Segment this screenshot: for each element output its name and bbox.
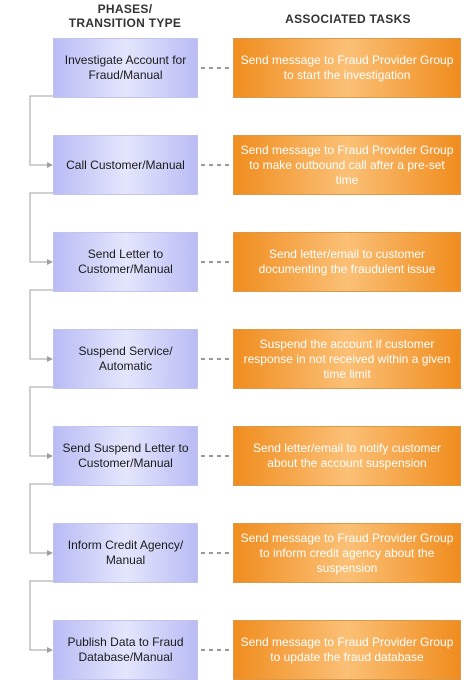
task-box: Send letter/email to notify customer abo… xyxy=(233,426,461,486)
task-box: Send message to Fraud Provider Group to … xyxy=(233,523,461,583)
phase-box: Publish Data to Fraud Database/Manual xyxy=(53,620,198,680)
phase-box: Send Suspend Letter to Customer/Manual xyxy=(53,426,198,486)
phase-box: Investigate Account for Fraud/Manual xyxy=(53,38,198,98)
phases-header: PHASES/ TRANSITION TYPE xyxy=(68,2,182,30)
task-box: Send letter/email to customer documentin… xyxy=(233,232,461,292)
task-box: Suspend the account if customer response… xyxy=(233,329,461,389)
flow-arrow xyxy=(29,95,53,168)
phase-box: Call Customer/Manual xyxy=(53,135,198,195)
phase-box: Inform Credit Agency/ Manual xyxy=(53,523,198,583)
flow-arrow xyxy=(29,289,53,362)
phase-box: Suspend Service/ Automatic xyxy=(53,329,198,389)
tasks-header: ASSOCIATED TASKS xyxy=(285,12,411,26)
phase-box: Send Letter to Customer/Manual xyxy=(53,232,198,292)
task-box: Send message to Fraud Provider Group to … xyxy=(233,38,461,98)
task-box: Send message to Fraud Provider Group to … xyxy=(233,135,461,195)
flow-arrow xyxy=(29,386,53,459)
flow-arrow xyxy=(29,580,53,653)
flow-arrow xyxy=(29,483,53,556)
flow-arrow xyxy=(29,192,53,265)
task-box: Send message to Fraud Provider Group to … xyxy=(233,620,461,680)
